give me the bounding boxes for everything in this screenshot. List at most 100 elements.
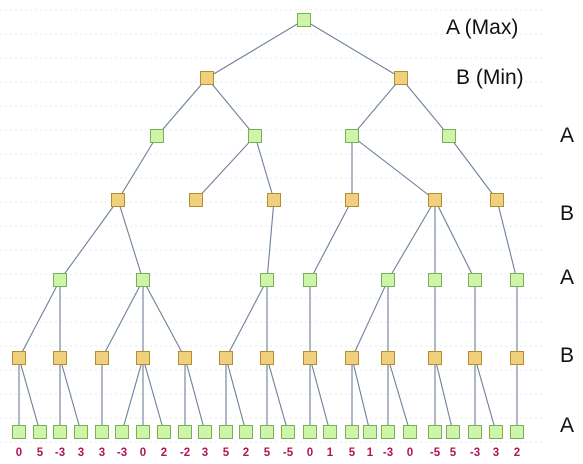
max-node <box>239 425 253 439</box>
min-node <box>394 71 408 85</box>
leaf-value: -2 <box>180 447 190 459</box>
max-node <box>428 273 442 287</box>
tree-edge <box>225 279 268 359</box>
leaf-value: 5 <box>450 447 457 459</box>
level-label-3: B <box>560 202 574 225</box>
min-node <box>303 351 317 365</box>
tree-edge <box>309 357 331 433</box>
level-label-1: B (Min) <box>456 66 524 89</box>
leaf-value: -3 <box>470 447 480 459</box>
min-node <box>345 351 359 365</box>
max-node <box>345 425 359 439</box>
max-node <box>12 425 26 439</box>
leaf-value: 5 <box>264 447 271 459</box>
min-node <box>189 193 203 207</box>
max-node <box>323 425 337 439</box>
max-node <box>33 425 47 439</box>
tree-edge <box>18 279 61 359</box>
tree-edge <box>59 357 82 433</box>
max-node <box>489 425 503 439</box>
tree-edge <box>101 279 144 359</box>
min-node <box>136 351 150 365</box>
leaf-value: 5 <box>349 447 356 459</box>
max-node <box>442 129 456 143</box>
min-node <box>428 351 442 365</box>
level-label-6: A <box>560 414 574 437</box>
max-node <box>510 273 524 287</box>
leaf-value: 2 <box>514 447 520 459</box>
tree-edge <box>117 199 144 281</box>
level-labels: A (Max) B (Min) A B A B A <box>446 16 574 437</box>
leaf-value: 0 <box>307 447 313 459</box>
leaf-value: 3 <box>493 447 499 459</box>
leaf-value: 1 <box>367 447 374 459</box>
tree-edge <box>206 77 256 137</box>
tree-edge <box>142 357 165 433</box>
max-node <box>219 425 233 439</box>
leaf-value: -5 <box>430 447 441 459</box>
max-node <box>178 425 192 439</box>
max-node <box>303 273 317 287</box>
tree-edge <box>351 135 436 201</box>
leaf-value: -3 <box>55 447 65 459</box>
leaf-value: -3 <box>117 447 127 459</box>
level-label-2: A <box>560 124 574 147</box>
leaf-value: 5 <box>37 447 44 459</box>
tree-edge <box>496 199 518 281</box>
max-node <box>510 425 524 439</box>
max-node <box>345 129 359 143</box>
min-node <box>12 351 26 365</box>
level-label-5: B <box>560 344 574 367</box>
tree-edge <box>254 135 275 201</box>
min-node <box>468 351 482 365</box>
max-node <box>468 425 482 439</box>
tree-edge <box>434 199 476 281</box>
tree-edge <box>184 357 206 433</box>
min-node <box>53 351 67 365</box>
min-node <box>267 193 281 207</box>
max-node <box>260 425 274 439</box>
tree-edge <box>225 357 247 433</box>
leaf-value: 2 <box>243 447 249 459</box>
level-label-0: A (Max) <box>446 16 518 39</box>
max-node <box>260 273 274 287</box>
leaf-value: 3 <box>78 447 84 459</box>
tree-edge <box>474 357 497 433</box>
min-node <box>381 351 395 365</box>
tree-edge <box>206 19 305 79</box>
tree-edge <box>121 357 144 433</box>
max-node <box>53 425 67 439</box>
tree-edge <box>387 199 436 281</box>
tree-edge <box>309 199 353 281</box>
min-node <box>260 351 274 365</box>
tree-edge <box>142 279 186 359</box>
max-node <box>95 425 109 439</box>
min-node <box>178 351 192 365</box>
max-node <box>198 425 212 439</box>
tree-edge <box>266 357 289 433</box>
tree-edge <box>195 135 256 201</box>
max-node <box>381 425 395 439</box>
max-node <box>136 273 150 287</box>
tree-edge <box>18 357 41 433</box>
tree-edge <box>117 135 158 201</box>
min-node <box>490 193 504 207</box>
leaf-value: 2 <box>161 447 167 459</box>
leaf-value: 0 <box>16 447 22 459</box>
max-node <box>381 273 395 287</box>
leaf-value: -5 <box>283 447 294 459</box>
tree-edge <box>351 279 389 359</box>
tree-edge <box>448 135 498 201</box>
tree-edge <box>400 77 450 137</box>
max-node <box>150 129 164 143</box>
max-node <box>115 425 129 439</box>
tree-edges <box>18 19 518 433</box>
max-node <box>403 425 417 439</box>
min-node <box>428 193 442 207</box>
level-label-4: A <box>560 266 574 289</box>
max-node <box>446 425 460 439</box>
min-node <box>111 193 125 207</box>
leaf-value: -3 <box>383 447 393 459</box>
